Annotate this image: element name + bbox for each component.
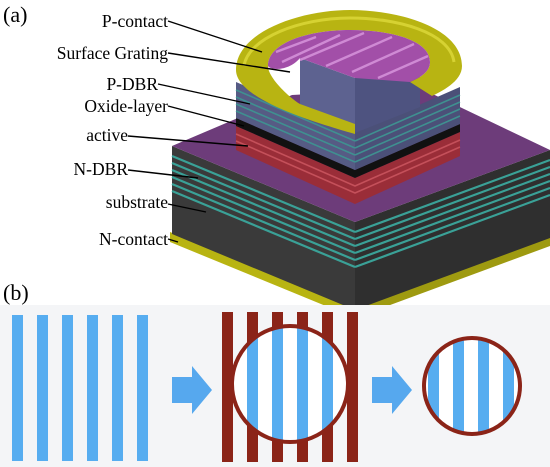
n-dbr-stripes-right <box>354 158 550 269</box>
label-oxide-layer: Oxide-layer <box>84 96 168 116</box>
surface-grating-bars <box>275 31 429 80</box>
active-region-face <box>236 126 460 204</box>
right-arrow-icon <box>172 366 212 414</box>
label-surface-grating: Surface Grating <box>57 43 169 63</box>
final-grating-bars <box>428 338 514 434</box>
n-contact-plate-right <box>355 236 550 318</box>
aperture-fill <box>232 326 348 442</box>
vcsel-cutaway-diagram: P-contact Surface Grating P-DBR Oxide-la… <box>3 2 550 318</box>
oxide-aperture-ring <box>230 324 350 444</box>
label-n-contact: N-contact <box>99 229 168 249</box>
p-contact-ring <box>236 10 462 134</box>
leader-lines <box>127 20 291 243</box>
panel-a-label: (a) <box>3 2 27 27</box>
final-aperture-ring <box>422 336 522 436</box>
grating-bars-plain <box>12 315 148 461</box>
grating-aperture-diagram: (b) <box>0 280 550 467</box>
p-dbr-stripes-left <box>235 89 356 163</box>
p-dbr-face-right <box>355 87 460 170</box>
n-dbr-stripes-left <box>171 154 356 269</box>
label-n-dbr: N-DBR <box>74 159 129 179</box>
oxide-layer-face <box>236 118 460 178</box>
layer-labels: P-contact Surface Grating P-DBR Oxide-la… <box>57 11 169 249</box>
p-dbr-face-left <box>236 82 355 170</box>
label-substrate: substrate <box>106 192 168 212</box>
active-region-stripes <box>235 133 461 194</box>
p-dbr-stripes-right <box>354 94 461 163</box>
panel-b-label: (b) <box>3 280 29 305</box>
n-contact-plate-left <box>170 232 355 318</box>
p-contact-ring-highlight <box>242 16 456 67</box>
right-arrow-icon <box>372 366 412 414</box>
label-p-dbr: P-DBR <box>106 74 158 94</box>
label-active: active <box>86 125 128 145</box>
label-p-contact: P-contact <box>102 11 168 31</box>
final-aperture-fill <box>424 338 520 434</box>
